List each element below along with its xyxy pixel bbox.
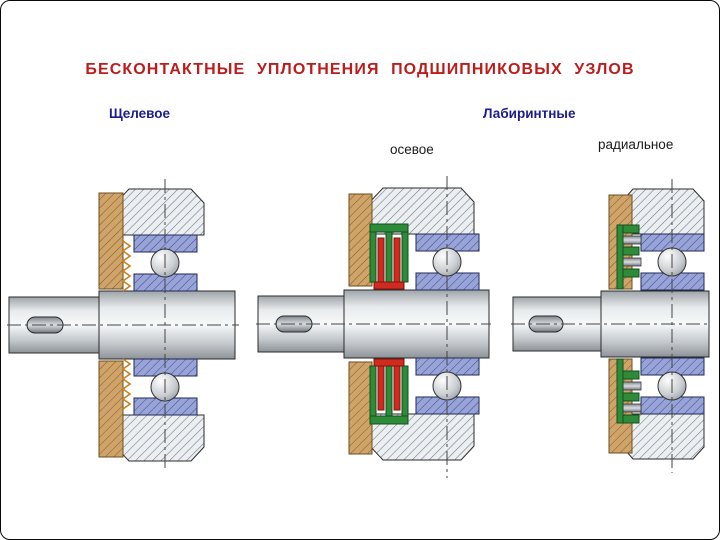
- diagram-labyrinth-radial: [511, 179, 711, 473]
- centerlines: [256, 176, 491, 478]
- cover-plate: [348, 193, 373, 455]
- label-slot-seal: Щелевое: [109, 106, 171, 121]
- cover-plate: [98, 192, 124, 458]
- seal-red-comb: [373, 237, 405, 411]
- housing-cap: [618, 188, 705, 460]
- centerlines: [7, 179, 239, 469]
- slot-seal-grooves: [121, 240, 132, 410]
- diagram-labyrinth-axial: [256, 176, 491, 478]
- label-labyrinth-radial: радиальное: [598, 137, 674, 152]
- label-labyrinth-axial: осевое: [390, 142, 434, 157]
- page-title: БЕСКОНТАКТНЫЕ УПЛОТНЕНИЯ ПОДШИПНИКОВЫХ У…: [85, 61, 635, 78]
- centerlines: [511, 179, 711, 473]
- labyrinth-radial-seal: [616, 224, 642, 424]
- label-labyrinth-group: Лабиринтные: [483, 106, 576, 121]
- labyrinth-axial-seal: [369, 223, 409, 425]
- diagram-slot-seal: [7, 179, 239, 469]
- seal-green-comb: [616, 224, 640, 424]
